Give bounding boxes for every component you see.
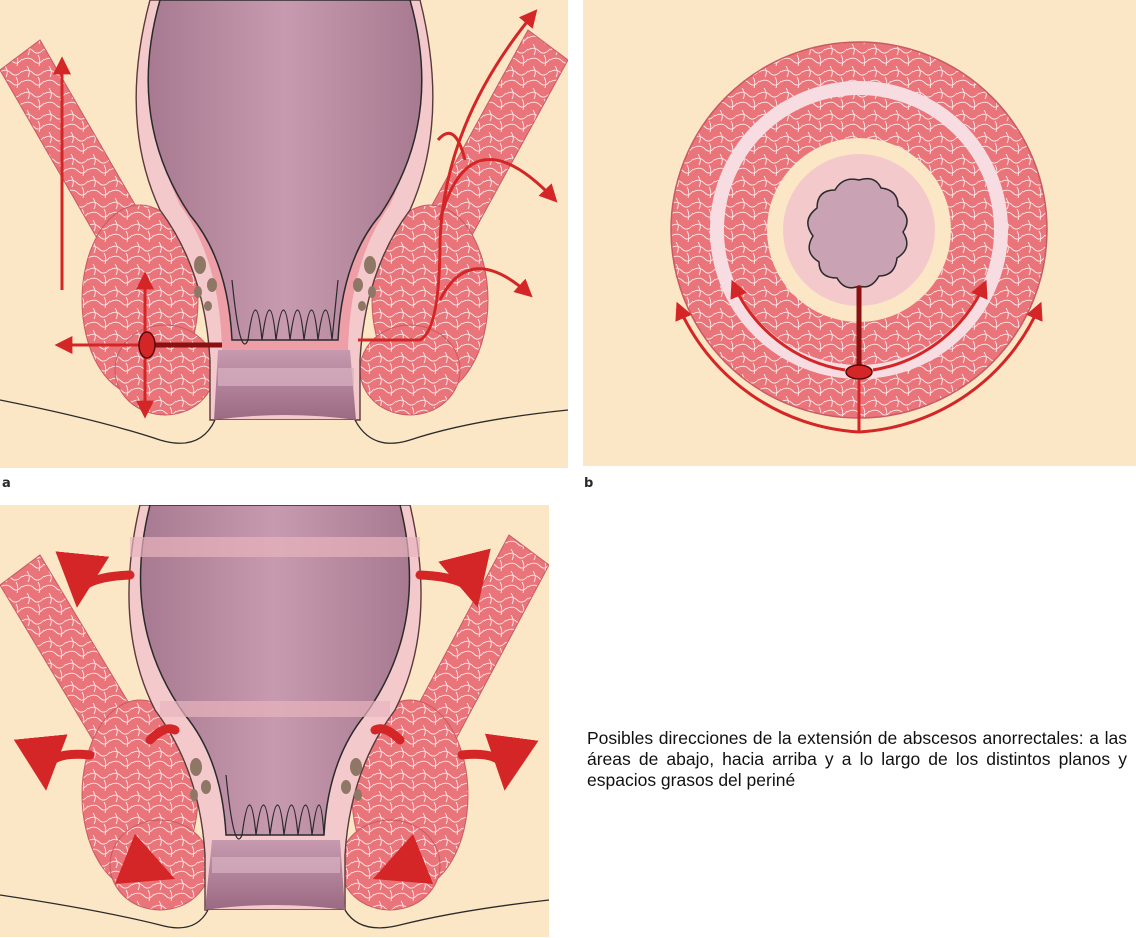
panel-a-coronal-diagram (0, 0, 568, 468)
panel-label-b: b (584, 476, 593, 491)
panel-c-coronal-diagram (0, 505, 549, 937)
figure-caption: Posibles direcciones de la extensión de … (587, 728, 1127, 791)
panel-label-a: a (2, 476, 11, 491)
panel-b-axial-diagram (583, 0, 1136, 466)
